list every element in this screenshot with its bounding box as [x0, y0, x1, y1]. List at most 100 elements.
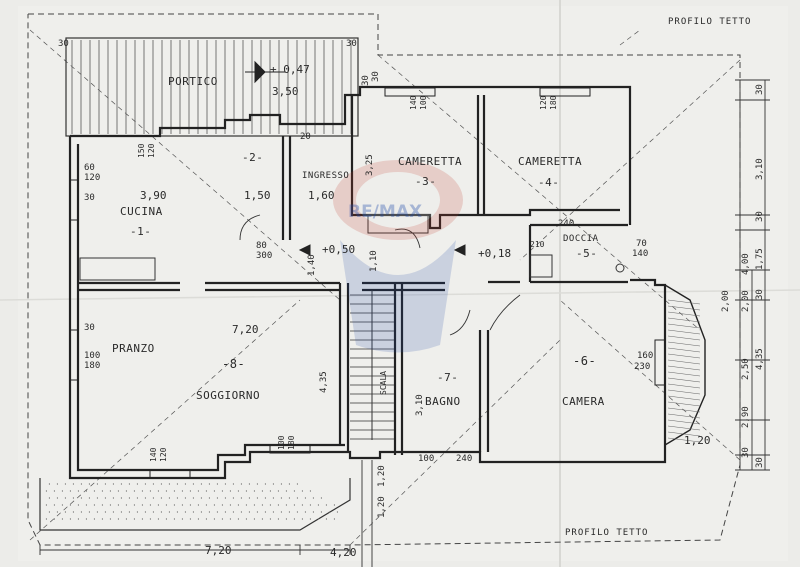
dim-window-120: 120: [147, 143, 156, 158]
terrace-dot: [117, 504, 120, 506]
terrace-dot: [181, 504, 184, 506]
terrace-dot: [77, 490, 80, 492]
room-label-6: -6-: [573, 354, 597, 368]
bay-hatch-line: [667, 389, 701, 395]
terrace-dot: [229, 518, 232, 520]
terrace-dot: [141, 518, 144, 520]
terrace-dot: [208, 511, 211, 513]
terrace-dot: [157, 490, 160, 492]
terrace-dot: [184, 511, 187, 513]
terrace-dot: [184, 497, 187, 499]
terrace-dot: [277, 490, 280, 492]
terrace-dot: [189, 504, 192, 506]
terrace-dot: [88, 511, 91, 513]
dim-720-bottom: 7,20: [205, 544, 232, 557]
dim-435: 4,35: [319, 371, 329, 393]
dim-140-small: 1,40: [307, 254, 317, 276]
terrace-dot: [96, 483, 99, 485]
terrace-dot: [152, 497, 155, 499]
dim-window-140-b: 140: [149, 447, 158, 462]
dim-160: 1,60: [308, 189, 335, 202]
dim-window-100: 100: [419, 95, 428, 110]
terrace-dot: [64, 497, 67, 499]
terrace-dot: [48, 497, 51, 499]
dim-right-175: 1,75: [755, 248, 765, 270]
terrace-dot: [261, 518, 264, 520]
room-label-scala: SCALA: [379, 370, 388, 395]
level-markers: [245, 60, 466, 256]
paper-fold-2: [0, 289, 800, 301]
terrace-dot: [88, 497, 91, 499]
terrace-dot: [320, 497, 323, 499]
terrace-dot: [280, 483, 283, 485]
dim-180-left: 180: [84, 361, 101, 371]
dim-120-left: 120: [84, 173, 101, 183]
terrace-dot: [309, 504, 312, 506]
terrace-dot: [301, 518, 304, 520]
terrace-dot: [93, 504, 96, 506]
terrace-dot: [325, 504, 328, 506]
dim-right-30-c: 30: [755, 289, 765, 300]
dim-30-portico-b: 30: [371, 71, 381, 82]
terrace-dot: [336, 511, 339, 513]
terrace-dot: [61, 490, 64, 492]
bay-hatch-line: [667, 401, 701, 407]
windows: [69, 87, 666, 479]
dim-240: 240: [558, 219, 575, 229]
terrace-dot: [245, 490, 248, 492]
terrace-dot: [272, 497, 275, 499]
terrace-dot: [216, 497, 219, 499]
terrace-dot: [128, 483, 131, 485]
terrace: [39, 478, 351, 531]
bay-hatch-line: [667, 437, 701, 443]
terrace-dot: [269, 518, 272, 520]
terrace-dot: [61, 518, 64, 520]
terrace-dot: [288, 483, 291, 485]
terrace-dot: [144, 483, 147, 485]
terrace-dot: [216, 511, 219, 513]
terrace-dot: [317, 518, 320, 520]
bay-hatch-line: [667, 341, 701, 347]
dim-210: 210: [530, 240, 545, 249]
room-label-cameretta-4: CAMERETTA: [518, 155, 583, 168]
terrace-dot: [280, 511, 283, 513]
room-label-portico: PORTICO: [168, 75, 218, 88]
terrace-dot: [160, 483, 163, 485]
fixtures: [79, 214, 625, 281]
terrace-dot: [253, 504, 256, 506]
terrace-dot: [328, 511, 331, 513]
terrace-dot: [245, 504, 248, 506]
dim-100-left: 100: [84, 351, 101, 361]
terrace-dot: [53, 490, 56, 492]
terrace-dot: [333, 518, 336, 520]
terrace-dot: [144, 497, 147, 499]
bay-hatch-line: [667, 347, 701, 353]
terrace-dot: [176, 497, 179, 499]
terrace-dot: [237, 504, 240, 506]
terrace-dot: [109, 504, 112, 506]
dim-300: 300: [256, 251, 273, 261]
terrace-dot: [85, 504, 88, 506]
terrace-dot: [229, 490, 232, 492]
room-label-8: -8-: [222, 357, 246, 371]
terrace-dot: [253, 490, 256, 492]
dim-30-left-a: 30: [84, 193, 95, 203]
terrace-dot: [232, 511, 235, 513]
terrace-dot: [72, 511, 75, 513]
terrace-dot: [240, 483, 243, 485]
bay-hatch-line: [667, 329, 701, 335]
terrace-dot: [285, 490, 288, 492]
dim-120-stair-b: 1,20: [377, 465, 387, 487]
terrace-dot: [80, 497, 83, 499]
bay-hatch-line: [667, 299, 701, 305]
terrace-dot: [264, 511, 267, 513]
terrace-dot: [240, 511, 243, 513]
terrace-dot: [45, 504, 48, 506]
terrace-dot: [208, 483, 211, 485]
dim-200-small: 2,00: [721, 290, 731, 312]
terrace-dot: [261, 504, 264, 506]
terrace-dot: [77, 518, 80, 520]
terrace-dot: [301, 490, 304, 492]
terrace-dot: [237, 518, 240, 520]
terrace-dot: [136, 511, 139, 513]
